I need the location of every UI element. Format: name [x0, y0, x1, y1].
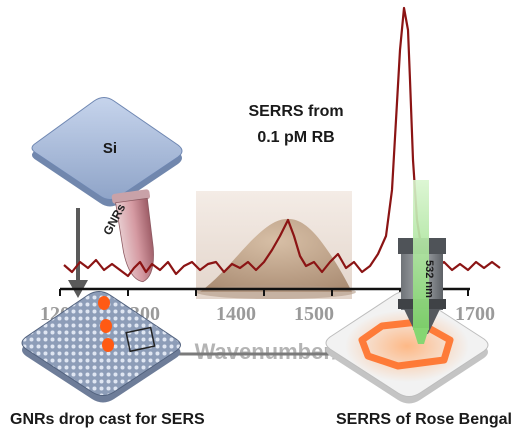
gnr-tube-icon	[111, 189, 154, 283]
tick-label-1500: 1500	[294, 303, 334, 325]
tick-label-1400: 1400	[216, 303, 256, 325]
gnr-drops	[98, 296, 114, 352]
serrs-substrate	[325, 291, 489, 404]
title-line-1: SERRS from	[248, 103, 343, 120]
right-caption: SERRS of Rose Bengal	[336, 411, 512, 428]
si-label: Si	[103, 140, 117, 157]
laser-beam	[413, 180, 429, 344]
gnr-coated-substrate	[21, 291, 181, 403]
left-caption: GNRs drop cast for SERS	[10, 411, 205, 428]
title-line-2: 0.1 pM RB	[257, 129, 334, 146]
down-arrow	[68, 208, 88, 298]
laser-label: 532 nm	[423, 260, 435, 298]
silicon-substrate: Si	[31, 97, 183, 207]
tick-label-1700: 1700	[455, 303, 495, 325]
zoom-box	[125, 326, 156, 353]
